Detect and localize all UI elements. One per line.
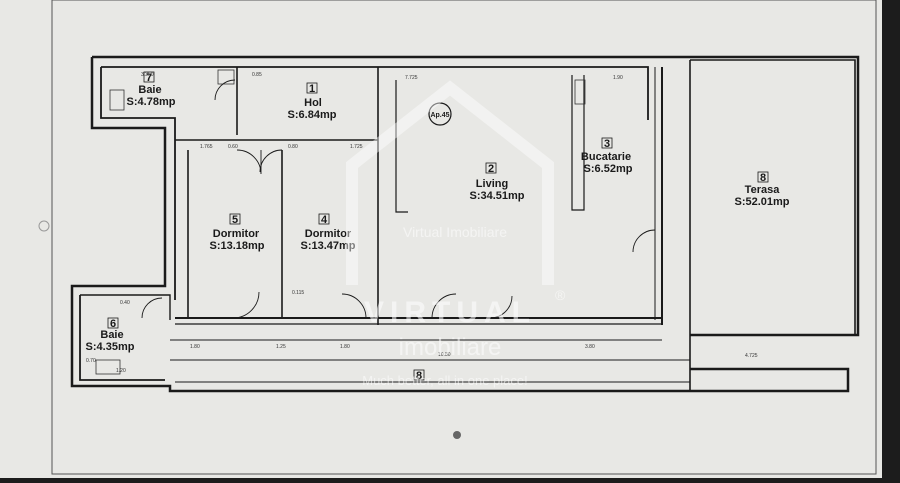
svg-text:8: 8 <box>416 370 422 382</box>
svg-text:S:6.84mp: S:6.84mp <box>288 109 337 121</box>
svg-text:5: 5 <box>232 214 238 226</box>
svg-text:0.70: 0.70 <box>86 358 96 364</box>
room-label-bucatarie: 3 Bucatarie S:6.52mp <box>581 137 633 175</box>
room-label-living: 2 Living S:34.51mp <box>469 162 525 202</box>
room-label-dormitor-5: 5 Dormitor S:13.18mp <box>209 213 265 252</box>
svg-text:1.765: 1.765 <box>200 144 213 150</box>
room-label-baie-7: 7 Baie S:4.78mp <box>127 71 176 108</box>
svg-text:imobiliare: imobiliare <box>399 334 502 361</box>
svg-text:S:13.18mp: S:13.18mp <box>209 240 264 252</box>
ink-dot <box>453 431 461 439</box>
svg-text:0.40: 0.40 <box>120 300 130 306</box>
dark-edge <box>882 0 900 478</box>
room-label-baie-6: 6 Baie S:4.35mp <box>86 317 135 353</box>
svg-text:10.80: 10.80 <box>438 352 451 358</box>
apartment-badge: Ap.45 <box>428 102 452 126</box>
svg-text:Bucatarie: Bucatarie <box>581 151 631 163</box>
svg-text:7.725: 7.725 <box>405 75 418 81</box>
svg-text:0.80: 0.80 <box>288 144 298 150</box>
svg-text:1: 1 <box>309 83 315 95</box>
room-label-balcony: 8 <box>413 369 425 382</box>
svg-text:S:52.01mp: S:52.01mp <box>734 196 789 208</box>
sheet-border <box>51 0 877 475</box>
svg-text:1.90: 1.90 <box>613 75 623 81</box>
svg-text:8: 8 <box>760 172 766 184</box>
svg-text:1.25: 1.25 <box>276 344 286 350</box>
fixtures <box>95 69 586 375</box>
svg-text:6: 6 <box>110 318 116 330</box>
svg-text:S:13.47mp: S:13.47mp <box>300 240 355 252</box>
svg-text:S:4.35mp: S:4.35mp <box>86 341 135 353</box>
svg-text:7: 7 <box>146 72 152 84</box>
svg-text:4: 4 <box>321 214 328 226</box>
punch-hole <box>38 220 50 232</box>
svg-text:®: ® <box>555 287 566 303</box>
svg-text:1.80: 1.80 <box>190 344 200 350</box>
svg-text:Baie: Baie <box>138 84 161 96</box>
svg-text:1.80: 1.80 <box>340 344 350 350</box>
svg-text:Baie: Baie <box>100 329 123 341</box>
svg-text:Much better, all in one place!: Much better, all in one place! <box>362 373 528 388</box>
watermark: Virtual Imobiliare VIRTUAL ® imobiliare … <box>346 80 566 388</box>
room-label-terasa: 8 Terasa S:52.01mp <box>734 171 790 208</box>
dimension-labels: 3.350 0.85 7.725 1.90 1.765 0.60 0.80 1.… <box>86 72 758 374</box>
svg-text:4.725: 4.725 <box>745 353 758 359</box>
svg-text:Terasa: Terasa <box>745 184 781 196</box>
svg-text:3: 3 <box>604 138 610 150</box>
door-swings <box>141 79 656 319</box>
svg-text:0.60: 0.60 <box>228 144 238 150</box>
svg-text:VIRTUAL: VIRTUAL <box>364 296 536 329</box>
room-label-hol: 1 Hol S:6.84mp <box>288 82 337 121</box>
svg-text:S:34.51mp: S:34.51mp <box>469 190 524 202</box>
svg-text:Virtual Imobiliare: Virtual Imobiliare <box>403 224 507 240</box>
room-label-dormitor-4: 4 Dormitor S:13.47mp <box>300 213 356 252</box>
svg-text:Ap.45: Ap.45 <box>430 112 449 119</box>
svg-text:0.85: 0.85 <box>252 72 262 78</box>
svg-text:1.20: 1.20 <box>116 368 126 374</box>
svg-text:3.350: 3.350 <box>141 72 154 78</box>
svg-text:S:4.78mp: S:4.78mp <box>127 96 176 108</box>
svg-text:Hol: Hol <box>304 97 322 109</box>
svg-text:Dormitor: Dormitor <box>213 228 260 240</box>
svg-text:2: 2 <box>488 163 494 175</box>
svg-text:0.115: 0.115 <box>292 290 304 296</box>
svg-text:S:6.52mp: S:6.52mp <box>584 163 633 175</box>
svg-text:Living: Living <box>476 178 508 190</box>
svg-text:3.80: 3.80 <box>585 344 595 350</box>
svg-text:1.725: 1.725 <box>350 144 363 150</box>
svg-text:Dormitor: Dormitor <box>305 228 352 240</box>
paper <box>0 0 882 478</box>
walls <box>70 55 860 393</box>
